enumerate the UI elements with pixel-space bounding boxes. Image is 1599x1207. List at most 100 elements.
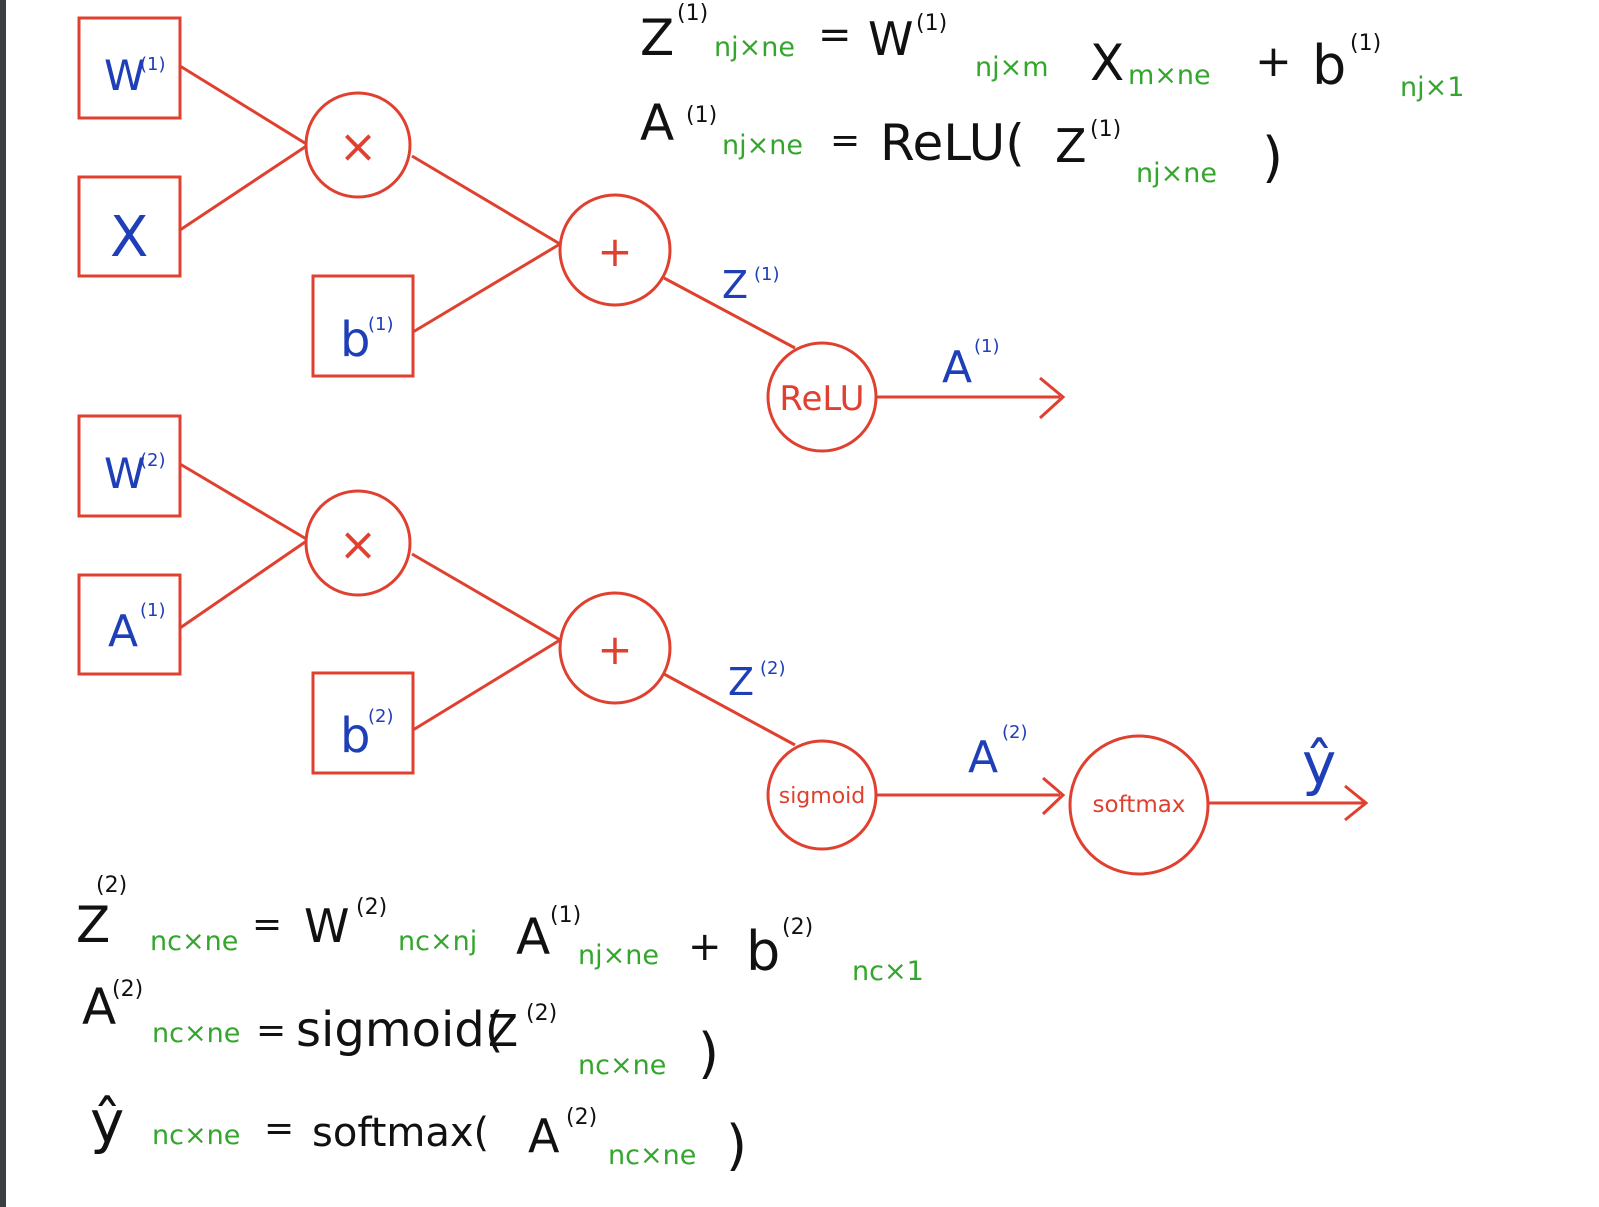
node-relu xyxy=(766,341,878,453)
op-multiply-1: × xyxy=(339,119,378,173)
label-x: X xyxy=(110,205,148,270)
node-add-1 xyxy=(558,193,672,307)
arrowhead-a1 xyxy=(1038,376,1066,420)
operator-nodes xyxy=(304,91,1210,876)
node-add-2 xyxy=(558,591,672,705)
equation-a1: A (1) nj×ne = ReLU( Z (1) nj×ne ) xyxy=(640,94,1283,189)
eq3-lhs-sup: (2) xyxy=(96,873,127,898)
input-boxes xyxy=(77,16,415,775)
arrowhead-a2 xyxy=(1041,776,1066,816)
eq5-arg-dim: nc×ne xyxy=(608,1140,696,1171)
label-b1: b xyxy=(340,312,370,368)
label-w2-sup: (2) xyxy=(140,450,166,471)
edge-a1-mul2 xyxy=(179,538,309,630)
eq1-w-dim: nj×m xyxy=(975,52,1049,83)
node-multiply-1 xyxy=(304,91,412,199)
edge-label-a2-sup: (2) xyxy=(1002,722,1028,743)
label-a1-sup: (1) xyxy=(140,600,166,621)
equation-yhat: ŷ nc×ne = softmax( A (2) nc×ne ) xyxy=(90,1088,747,1177)
eq3-equals: = xyxy=(252,904,282,945)
eq1-b: b xyxy=(1312,34,1346,97)
op-softmax: softmax xyxy=(1093,792,1186,818)
op-relu: ReLU xyxy=(779,379,864,419)
eq2-lhs: A xyxy=(640,94,674,152)
eq1-lhs-dim: nj×ne xyxy=(714,32,795,63)
eq3-b-dim: nc×1 xyxy=(852,956,924,987)
edge-mul1-add1 xyxy=(411,154,561,246)
eq4-close: ) xyxy=(698,1022,719,1085)
eq2-close: ) xyxy=(1262,126,1283,189)
label-b2: b xyxy=(340,708,370,764)
eq4-arg-dim: nc×ne xyxy=(578,1050,666,1081)
edge-label-a1-sup: (1) xyxy=(974,336,1000,357)
eq4-lhs-sup: (2) xyxy=(112,977,143,1002)
eq2-arg-sup: (1) xyxy=(1090,117,1121,142)
eq2-equals: = xyxy=(830,120,860,161)
node-softmax xyxy=(1068,734,1210,876)
graph-edges xyxy=(179,64,1369,822)
eq2-lhs-sup: (1) xyxy=(686,103,717,128)
edge-label-a1: A xyxy=(942,342,972,393)
eq4-func: sigmoid( xyxy=(296,1002,503,1058)
op-sigmoid: sigmoid xyxy=(779,784,866,809)
edge-label-z1-sup: (1) xyxy=(754,264,780,285)
eq3-w: W xyxy=(304,899,349,953)
eq4-lhs: A xyxy=(82,978,116,1036)
edge-label-z2: Z xyxy=(728,660,754,704)
eq5-arg-sup: (2) xyxy=(566,1105,597,1130)
edge-add2-sigmoid xyxy=(663,672,796,747)
box-b2 xyxy=(311,671,415,775)
input-labels: W (1) X b (1) W (2) A (1) b (2) xyxy=(104,51,394,764)
eq1-b-sup: (1) xyxy=(1350,31,1381,56)
edge-b2-add2 xyxy=(412,638,561,732)
edge-label-z2-sup: (2) xyxy=(760,658,786,679)
box-w1 xyxy=(77,16,182,120)
eq4-arg: Z xyxy=(488,1006,518,1057)
eq3-b: b xyxy=(746,920,780,983)
eq1-x-dim: m×ne xyxy=(1128,60,1211,91)
equation-z1: Z (1) nj×ne = W (1) nj×m X m×ne + b (1) … xyxy=(640,1,1464,103)
eq1-w-sup: (1) xyxy=(916,11,947,36)
eq1-plus: + xyxy=(1255,36,1292,87)
eq5-close: ) xyxy=(726,1114,747,1177)
op-add-2: + xyxy=(597,625,632,674)
arrowhead-yhat xyxy=(1344,784,1369,822)
eq1-x: X xyxy=(1090,34,1124,92)
equation-z2: Z (2) nc×ne = W (2) nc×nj A (1) nj×ne + … xyxy=(76,873,924,987)
eq1-w: W xyxy=(868,12,913,66)
operator-labels: × + ReLU × + sigmoid softmax xyxy=(339,119,1186,818)
eq5-arg: A xyxy=(528,1109,560,1163)
eq5-lhs: ŷ xyxy=(90,1088,124,1156)
node-multiply-2 xyxy=(304,489,412,597)
label-a1: A xyxy=(108,606,138,657)
equation-a2: A (2) nc×ne = sigmoid( Z (2) nc×ne ) xyxy=(82,977,719,1085)
box-w2 xyxy=(77,414,182,518)
eq1-equals: = xyxy=(818,12,852,58)
eq3-w-dim: nc×nj xyxy=(398,926,477,957)
edge-label-a2: A xyxy=(968,732,998,783)
eq3-lhs: Z xyxy=(76,896,110,954)
edge-add1-relu xyxy=(663,276,796,350)
eq5-equals: = xyxy=(264,1108,294,1149)
eq3-w-sup: (2) xyxy=(356,895,387,920)
eq1-lhs: Z xyxy=(640,9,674,67)
label-w1-sup: (1) xyxy=(140,54,166,75)
eq1-b-dim: nj×1 xyxy=(1400,72,1464,103)
label-w2: W xyxy=(104,449,146,498)
eq2-lhs-dim: nj×ne xyxy=(722,130,803,161)
edge-b1-add1 xyxy=(412,242,561,334)
box-b1 xyxy=(311,274,415,378)
eq2-arg-dim: nj×ne xyxy=(1136,158,1217,189)
edge-w1-mul1 xyxy=(179,64,309,147)
left-window-edge xyxy=(0,0,6,1207)
op-add-1: + xyxy=(597,227,632,276)
eq2-func: ReLU( xyxy=(880,114,1025,172)
eq5-lhs-dim: nc×ne xyxy=(152,1120,240,1151)
eq3-a-dim: nj×ne xyxy=(578,940,659,971)
box-a1 xyxy=(77,573,182,676)
eq4-arg-sup: (2) xyxy=(526,1001,557,1026)
eq3-plus: + xyxy=(688,924,722,970)
box-x xyxy=(77,175,182,278)
label-b1-sup: (1) xyxy=(368,314,394,335)
